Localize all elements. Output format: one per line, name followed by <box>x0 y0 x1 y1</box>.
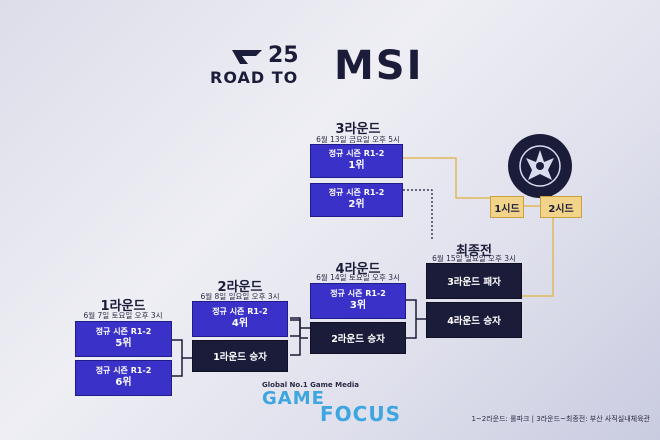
round-3-slot-2: 정규 시즌 R1-2 2위 <box>310 183 403 217</box>
round-3-slot-1: 정규 시즌 R1-2 1위 <box>310 144 403 178</box>
watermark-focus: FOCUS <box>320 402 401 426</box>
round-4-date: 6월 14일 토요일 오후 3시 <box>316 273 400 282</box>
round-1-date: 6월 7일 토요일 오후 3시 <box>83 311 163 320</box>
venue-footer: 1~2라운드: 롤파크 | 3라운드~최종전: 부산 사직실내체육관 <box>471 415 650 423</box>
event-title: 25 ROAD TO MSI <box>210 44 460 92</box>
round-4-title: 4라운드 <box>335 262 381 277</box>
round-1-title: 1라운드 <box>100 299 146 314</box>
title-road-to: ROAD TO <box>210 68 299 87</box>
final-date: 6월 15일 일요일 오후 3시 <box>432 254 516 263</box>
title-event: MSI <box>334 43 424 89</box>
round-4-slot-1: 정규 시즌 R1-2 3위 <box>310 283 406 319</box>
round-1-slot-1: 정규 시즌 R1-2 5위 <box>75 321 172 357</box>
round-2-title: 2라운드 <box>217 280 263 295</box>
final-slot-1: 3라운드 패자 <box>426 263 522 299</box>
msi-trophy-icon <box>508 134 572 198</box>
final-title: 최종전 <box>456 244 492 259</box>
seed-2-badge: 2시드 <box>540 196 582 218</box>
round-2-date: 6월 8일 일요일 오후 3시 <box>200 292 280 301</box>
round-3-title: 3라운드 <box>335 122 381 137</box>
final-slot-2: 4라운드 승자 <box>426 302 522 338</box>
round-3-date: 6월 13일 금요일 오후 5시 <box>316 135 400 144</box>
title-year: 25 <box>268 43 299 68</box>
watermark-game: GAME <box>262 388 325 409</box>
round-2-slot-1: 정규 시즌 R1-2 4위 <box>192 301 288 337</box>
seed-1-badge: 1시드 <box>490 196 524 218</box>
round-4-slot-2: 2라운드 승자 <box>310 322 406 354</box>
round-1-slot-2: 정규 시즌 R1-2 6위 <box>75 360 172 396</box>
lck-logo-icon <box>232 50 262 64</box>
round-2-slot-2: 1라운드 승자 <box>192 340 288 372</box>
watermark-tagline: Global No.1 Game Media <box>262 381 359 389</box>
